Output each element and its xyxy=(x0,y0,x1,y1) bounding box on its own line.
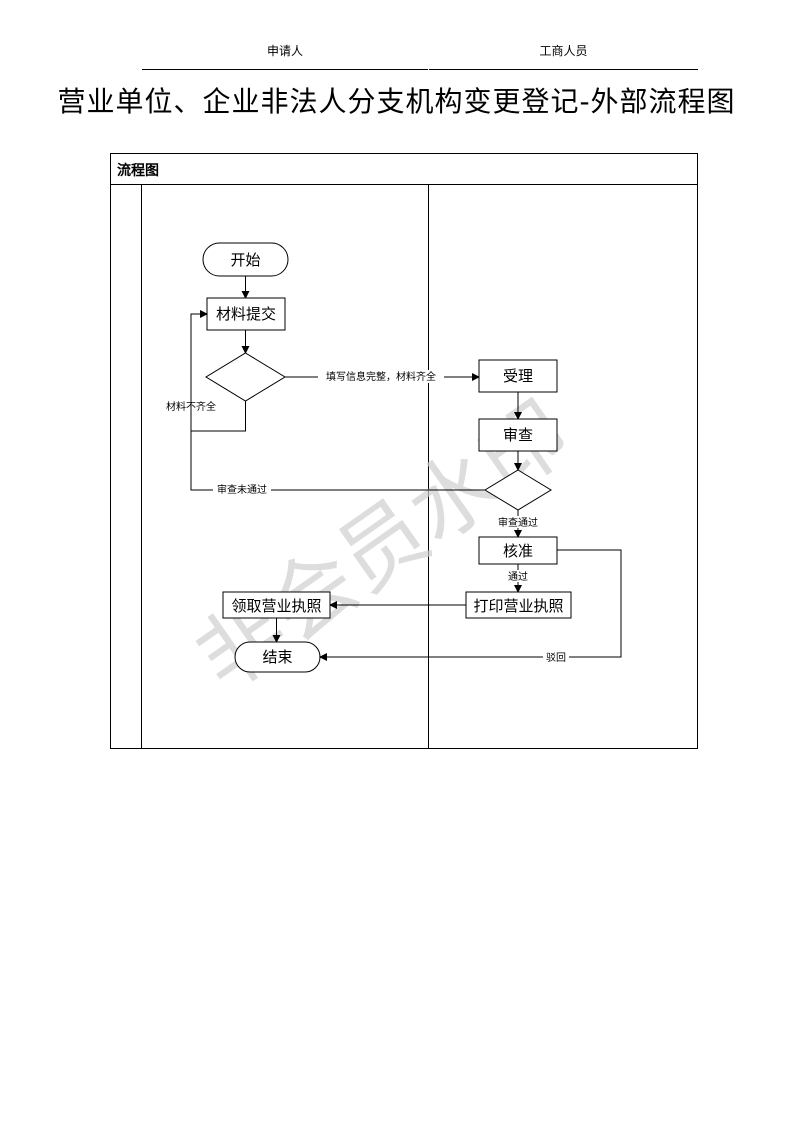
document-title: 营业单位、企业非法人分支机构变更登记-外部流程图 xyxy=(57,85,736,118)
lane-header-staff: 工商人员 xyxy=(429,31,698,70)
collect-label: 领取营业执照 xyxy=(231,597,321,615)
edge-label-bg-pass xyxy=(505,570,531,582)
edge-label-bg-reject xyxy=(543,651,569,663)
lane-header-applicant: 申请人 xyxy=(142,31,428,70)
edge-label-pass: 通过 xyxy=(508,570,528,583)
accept-label: 受理 xyxy=(503,367,533,385)
edge-label-review-pass: 审查通过 xyxy=(498,516,538,529)
end-label: 结束 xyxy=(262,648,292,666)
accept-node xyxy=(478,359,558,393)
print-label: 打印营业执照 xyxy=(473,597,563,615)
lane-label-applicant: 申请人 xyxy=(266,43,303,58)
frame-header: 流程图 xyxy=(111,154,697,185)
lane-divider-middle xyxy=(428,184,429,749)
lane-label-staff: 工商人员 xyxy=(539,43,588,58)
edge-label-bg-complete xyxy=(318,370,444,383)
edge-label-bg-review-pass xyxy=(494,516,542,528)
edge-reject xyxy=(319,549,622,661)
edge-label-complete: 填写信息完整，材料齐全 xyxy=(326,370,436,383)
edge-review-fail xyxy=(190,314,485,491)
submit-label: 材料提交 xyxy=(216,305,276,323)
edge-label-reject: 驳回 xyxy=(546,652,566,664)
lane-divider-left xyxy=(141,184,142,749)
materials-decision xyxy=(205,352,286,402)
start-label: 开始 xyxy=(230,251,260,269)
edge-label-bg-review-fail xyxy=(213,483,271,496)
approve-label: 核准 xyxy=(503,542,533,560)
approve-node xyxy=(478,536,558,565)
submit-node xyxy=(206,297,286,331)
frame-title: 流程图 xyxy=(117,163,159,179)
flowchart-frame: 流程图 xyxy=(110,153,698,749)
collect-node xyxy=(222,591,331,619)
edge-label-review-fail: 审查未通过 xyxy=(217,483,267,496)
print-node xyxy=(465,591,572,619)
review-node xyxy=(478,418,558,452)
review-label: 审查 xyxy=(503,426,533,444)
